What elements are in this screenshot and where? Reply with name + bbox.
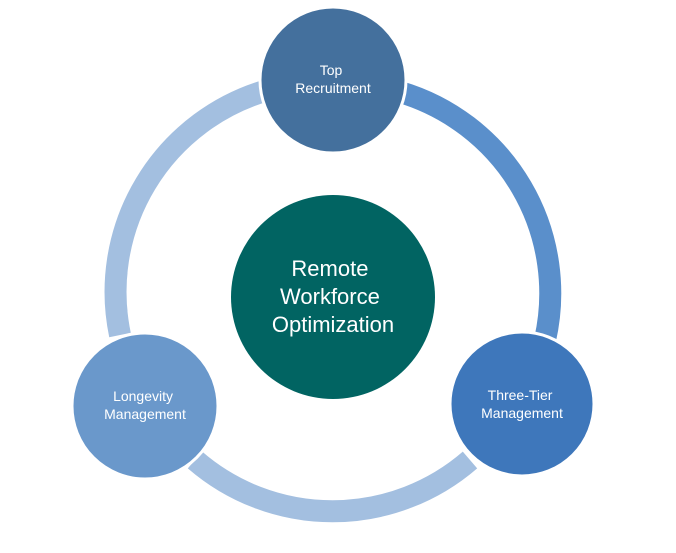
node-label: Longevity Management <box>104 388 186 422</box>
node-circle <box>448 330 596 478</box>
node-label-line: Three-Tier <box>488 387 553 403</box>
node-top-recruitment: Top Recruitment <box>258 5 408 155</box>
node-circle <box>258 5 408 155</box>
center-label-line: Optimization <box>272 312 394 337</box>
node-label: Top Recruitment <box>295 62 371 96</box>
arc-right-to-left <box>187 451 478 523</box>
node-circle <box>70 331 220 481</box>
center-label-line: Workforce <box>280 284 380 309</box>
node-label-line: Longevity <box>113 388 173 404</box>
node-label-line: Management <box>104 406 186 422</box>
arc-top-to-right <box>396 81 562 343</box>
center-label-line: Remote <box>291 256 368 281</box>
center-circle <box>231 195 435 399</box>
node-label-line: Management <box>481 405 563 421</box>
node-three-tier-management: Three-Tier Management <box>448 330 596 478</box>
arc-left-to-top <box>104 79 272 338</box>
center-label: Remote Workforce Optimization <box>272 256 394 337</box>
center-node: Remote Workforce Optimization <box>231 195 435 399</box>
node-label: Three-Tier Management <box>481 387 563 421</box>
node-longevity-management: Longevity Management <box>70 331 220 481</box>
node-label-line: Top <box>320 62 343 78</box>
node-label-line: Recruitment <box>295 80 371 96</box>
